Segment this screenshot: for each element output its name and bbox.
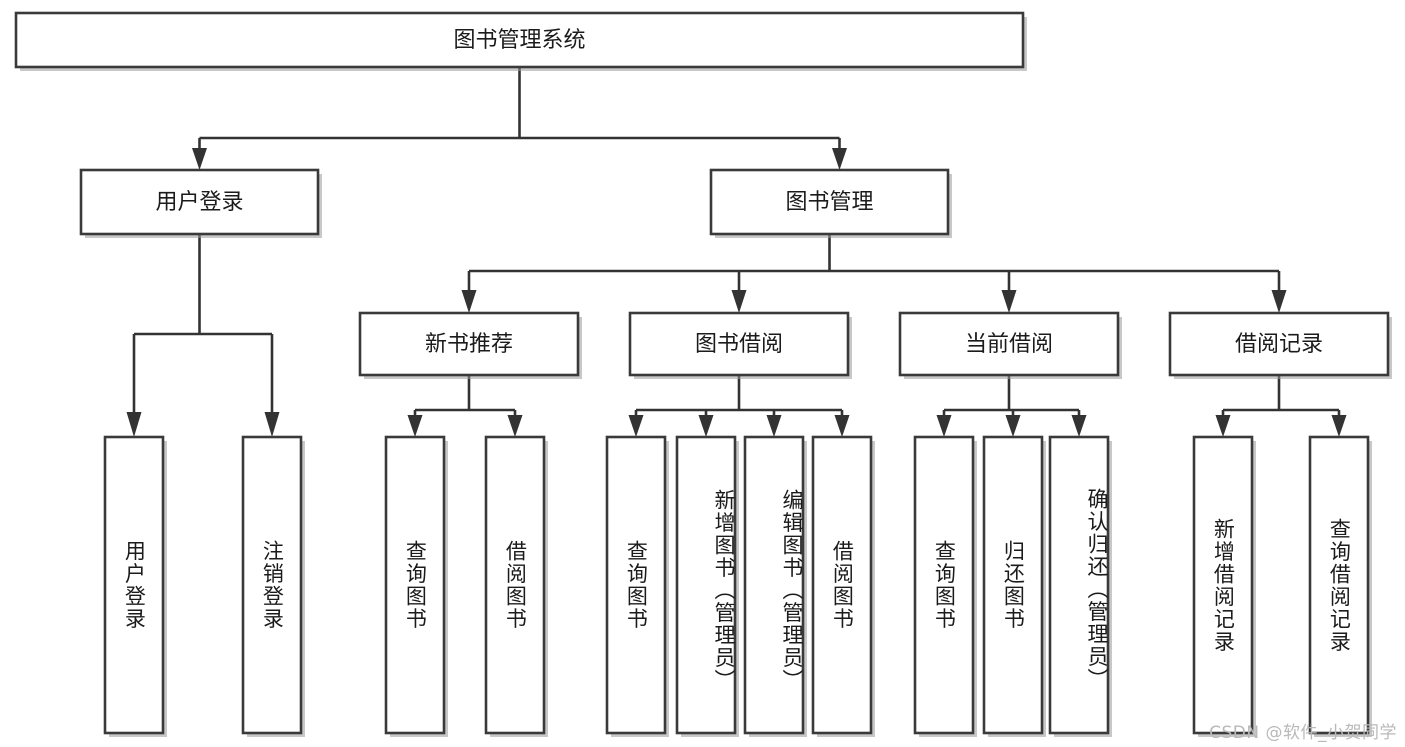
arrowhead-bm-book-borrow [731,290,747,313]
node-new-book-rec-label: 新书推荐 [425,332,513,357]
leaf-boxes-layer [103,435,1372,737]
leaf-box-rec-add-record[interactable] [1192,435,1254,735]
arrowhead-bb-leaf3 [766,415,782,437]
arrowhead-user-login-leaf2 [264,412,280,437]
leaf-box-cur-query-book[interactable] [913,435,975,735]
node-book-manage-box[interactable] [709,168,950,236]
arrowhead-cb-leaf3 [1071,415,1087,437]
leaf-box-borrow-query-book[interactable] [605,435,667,735]
node-book-borrow-label: 图书借阅 [695,332,783,357]
leaf-box-rec-query-record[interactable] [1308,435,1370,735]
node-new-book-rec-box[interactable] [358,311,580,377]
leaf-box-rec-borrow-book[interactable] [484,435,546,735]
arrowhead-cb-leaf1 [936,415,952,437]
node-book-manage[interactable]: 图书管理 [709,168,952,238]
node-borrow-record-box[interactable] [1168,311,1390,377]
node-book-borrow[interactable]: 图书借阅 [628,311,852,379]
node-borrow-record[interactable]: 借阅记录 [1168,311,1392,379]
node-user-login-label: 用户登录 [155,190,243,215]
node-root-label: 图书管理系统 [453,28,585,53]
node-user-login[interactable]: 用户登录 [79,168,322,238]
arrowhead-bb-leaf2 [698,415,714,437]
node-user-login-box[interactable] [79,168,320,236]
node-root-box[interactable] [14,11,1025,69]
node-new-book-rec[interactable]: 新书推荐 [358,311,582,379]
arrowhead-user-login-leaf1 [126,412,142,437]
leaf-box-borrow-edit-book[interactable] [743,435,805,735]
arrowhead-bm-new-book-rec [461,290,477,313]
leaf-box-borrow-add-book[interactable] [675,435,737,735]
leaf-box-rec-query-book[interactable] [384,435,446,735]
arrowhead-nbr-leaf2 [507,415,523,437]
node-current-borrow[interactable]: 当前借阅 [898,311,1122,379]
arrowhead-bm-borrow-record [1271,290,1287,313]
leaf-box-user-logout[interactable] [241,435,303,735]
leaf-box-cur-return-book[interactable] [982,435,1044,735]
arrowhead-root-to-user-login [192,148,207,170]
node-current-borrow-label: 当前借阅 [965,332,1053,357]
leaf-box-borrow-borrow-book[interactable] [811,435,873,735]
watermark-text: CSDN @软件_小贺同学 [1209,723,1397,743]
leaf-box-cur-confirm-return[interactable] [1048,435,1110,735]
arrowhead-root-to-book-manage [832,148,847,170]
arrowhead-br-leaf1 [1215,415,1231,437]
arrowhead-cb-leaf2 [1005,415,1021,437]
node-book-manage-label: 图书管理 [785,190,873,215]
edge-layer [126,67,1347,437]
node-borrow-record-label: 借阅记录 [1235,332,1323,357]
node-book-borrow-box[interactable] [628,311,850,377]
arrowhead-br-leaf2 [1331,415,1347,437]
node-root[interactable]: 图书管理系统 [14,11,1027,71]
leaf-box-user-login[interactable] [103,435,165,735]
arrowhead-nbr-leaf1 [407,415,423,437]
arrowhead-bm-current-borrow [1001,290,1017,313]
arrowhead-bb-leaf4 [834,415,850,437]
arrowhead-bb-leaf1 [628,415,644,437]
node-current-borrow-box[interactable] [898,311,1120,377]
